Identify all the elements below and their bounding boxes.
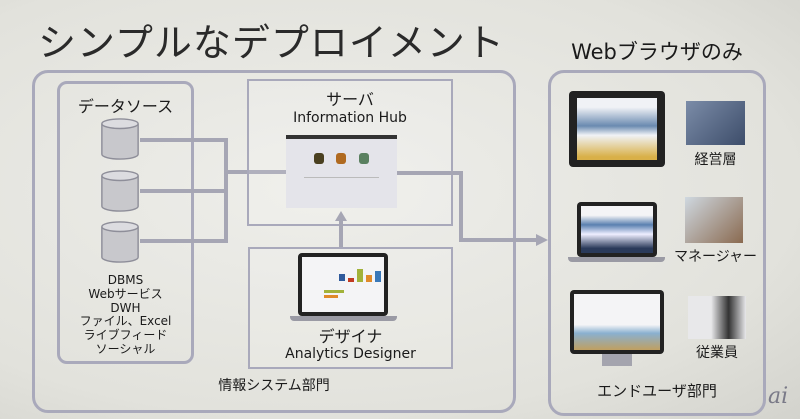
information-hub-screenshot	[286, 135, 397, 208]
datasource-item: ソーシャル	[95, 341, 156, 356]
hub-app-icon	[336, 153, 346, 164]
connector	[397, 171, 463, 175]
designer-title: デザイナ	[318, 327, 383, 346]
desktop-monitor	[570, 290, 664, 354]
user-label-employee: 従業員	[696, 345, 738, 361]
laptop-base	[290, 316, 397, 321]
arrow-right-icon	[536, 234, 548, 246]
database-icon	[101, 221, 139, 263]
laptop-device	[577, 202, 657, 257]
datasource-item: ファイル、Excel	[79, 314, 172, 329]
datasource-box	[57, 81, 194, 364]
executive-photo	[686, 101, 745, 145]
server-product: Information Hub	[293, 110, 407, 126]
laptop-icon	[298, 253, 388, 316]
dashboard-screenshot	[577, 98, 657, 160]
datasource-item: DWH	[110, 300, 141, 315]
connector	[224, 170, 286, 174]
slide-title: シンプルなデプロイメント	[38, 21, 505, 65]
connector	[459, 238, 539, 242]
designer-screenshot	[302, 257, 384, 312]
connector	[224, 138, 228, 243]
laptop-base	[568, 257, 665, 262]
browser-only-heading: Webブラウザのみ	[571, 40, 743, 64]
database-icon	[101, 118, 139, 160]
server-title: サーバ	[326, 90, 374, 109]
database-icon	[101, 170, 139, 212]
divider	[304, 177, 379, 178]
connector	[140, 189, 228, 193]
connector	[140, 239, 228, 243]
it-department-label: 情報システム部門	[218, 378, 330, 394]
connector	[140, 138, 228, 142]
employee-photo	[688, 296, 746, 339]
hub-app-icon	[314, 153, 324, 164]
user-label-executive: 経営層	[694, 152, 737, 168]
user-label-manager: マネージャー	[673, 249, 758, 265]
datasource-item: Webサービス	[88, 286, 163, 301]
hub-app-icon	[359, 153, 369, 164]
manager-photo	[685, 197, 743, 243]
analytics-screenshot	[574, 294, 660, 350]
connector	[339, 218, 343, 248]
tablet-device	[569, 91, 665, 167]
end-user-group	[548, 70, 766, 416]
designer-product: Analytics Designer	[285, 346, 416, 362]
end-user-department-label: エンドユーザ部門	[597, 382, 717, 400]
datasource-list: DBMS Webサービス DWH ファイル、Excel ライブフィード ソーシャ…	[57, 273, 194, 357]
watermark-logo: ai	[768, 384, 789, 409]
arrow-up-icon	[335, 211, 347, 221]
connector	[459, 171, 463, 242]
datasource-item: DBMS	[107, 273, 144, 287]
datasource-title: データソース	[77, 97, 174, 116]
datasource-item: ライブフィード	[83, 328, 168, 343]
report-screenshot	[581, 206, 653, 253]
monitor-stand	[602, 354, 632, 366]
